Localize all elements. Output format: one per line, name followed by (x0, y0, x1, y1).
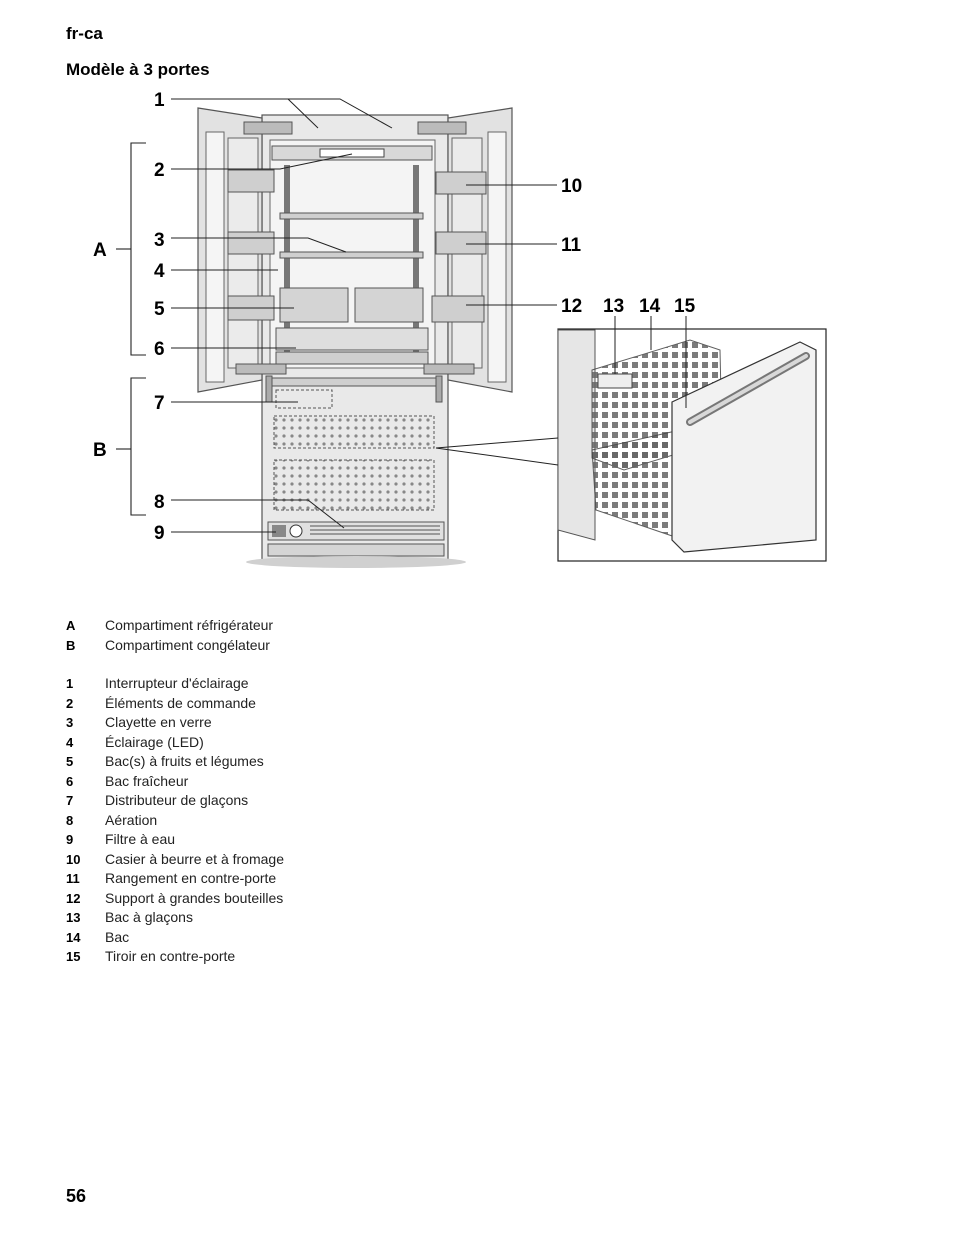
legend-key: 14 (66, 929, 81, 945)
legend-key: 1 (66, 676, 74, 691)
legend-key: B (66, 637, 76, 653)
legend-text: Aération (105, 811, 158, 828)
callout-11: 11 (561, 235, 582, 256)
legend-text: Éclairage (LED) (105, 733, 204, 750)
legend-row: 7 Distributeur de glaçons (66, 791, 284, 811)
legend-row: 8 Aération (66, 811, 284, 831)
legend-row: 3 Clayette en verre (66, 713, 284, 733)
legend-key: 15 (66, 949, 81, 964)
legend-text: Distributeur de glaçons (105, 792, 249, 808)
callout-2: 2 (154, 160, 165, 181)
legend-row: 9 Filtre à eau (66, 830, 284, 850)
legend-text: Filtre à eau (105, 831, 176, 847)
leader-lines (171, 98, 687, 533)
legend-text: Support à grandes bouteilles (105, 889, 284, 906)
legend-text: Clayette en verre (105, 714, 212, 730)
callout-B: B (93, 440, 107, 461)
callout-7: 7 (154, 393, 165, 414)
right-door (417, 107, 513, 393)
legend-key: 13 (66, 910, 81, 925)
legend-text: Compartiment congélateur (105, 636, 270, 653)
legend-key: 5 (66, 754, 74, 769)
legend-text: Compartiment réfrigérateur (105, 617, 274, 633)
parts-legend: 1 Interrupteur d'éclairage 2 Éléments de co… (66, 674, 284, 967)
legend-text: Bac (105, 928, 130, 945)
callout-1: 1 (154, 90, 165, 111)
freezer-drawer-detail (557, 328, 827, 562)
legend-text: Rangement en contre-porte (105, 870, 277, 886)
legend-key: 2 (66, 695, 74, 711)
callout-4: 4 (154, 261, 165, 282)
legend-key: A (66, 618, 76, 633)
legend-row: 11 Rangement en contre-porte (66, 869, 284, 889)
legend-key: 4 (66, 734, 74, 750)
legend-text: Bac(s) à fruits et légumes (105, 753, 264, 769)
legend-row: 4 Éclairage (LED) (66, 733, 284, 753)
legend-text: Casier à beurre et à fromage (105, 850, 284, 867)
callout-15: 15 (674, 296, 696, 317)
legend-row: 1 Interrupteur d'éclairage (66, 674, 284, 694)
legend-row: 5 Bac(s) à fruits et légumes (66, 752, 284, 772)
left-door (197, 107, 293, 393)
legend-row: 15 Tiroir en contre-porte (66, 947, 284, 967)
legend-row: 10 Casier à beurre et à fromage (66, 850, 284, 870)
callout-A: A (93, 240, 107, 261)
legend-row: 13 Bac à glaçons (66, 908, 284, 928)
legend-key: 12 (66, 890, 81, 906)
legend-key: 7 (66, 793, 74, 808)
callout-10: 10 (561, 176, 582, 197)
legend-key: 10 (66, 851, 81, 867)
legend-row: B Compartiment congélateur (66, 636, 273, 656)
callout-12: 12 (561, 296, 582, 317)
callout-6: 6 (154, 339, 165, 360)
legend-row: 2 Éléments de commande (66, 694, 284, 714)
fridge-cabinet (246, 114, 466, 568)
callout-5: 5 (154, 299, 165, 320)
legend-key: 9 (66, 832, 74, 847)
page-title: Modèle à 3 portes (66, 60, 210, 79)
legend-row: A Compartiment réfrigérateur (66, 616, 273, 636)
page-number: 56 (66, 1186, 87, 1206)
callout-3: 3 (154, 230, 165, 251)
legend-text: Tiroir en contre-porte (105, 948, 236, 964)
legend-row: 12 Support à grandes bouteilles (66, 889, 284, 909)
legend-key: 8 (66, 812, 74, 828)
refrigerator-diagram: 1 2 3 4 5 6 7 8 9 10 11 12 13 14 15 A B (93, 90, 827, 568)
legend-key: 3 (66, 715, 74, 730)
callout-14: 14 (639, 296, 661, 317)
legend-row: 14 Bac (66, 928, 284, 948)
legend-key: 6 (66, 773, 74, 789)
callout-labels: 1 2 3 4 5 6 7 8 9 10 11 12 13 14 15 A B (93, 90, 696, 544)
callout-8: 8 (154, 492, 165, 513)
callout-9: 9 (154, 523, 165, 544)
section-brackets (116, 142, 146, 516)
language-code: fr-ca (66, 24, 103, 43)
legend-row: 6 Bac fraîcheur (66, 772, 284, 792)
callout-13: 13 (603, 296, 624, 317)
legend-text: Interrupteur d'éclairage (105, 675, 249, 691)
legend-text: Bac à glaçons (105, 909, 193, 925)
legend-text: Bac fraîcheur (105, 772, 189, 789)
legend-text: Éléments de commande (105, 694, 256, 711)
legend-key: 11 (66, 871, 80, 886)
